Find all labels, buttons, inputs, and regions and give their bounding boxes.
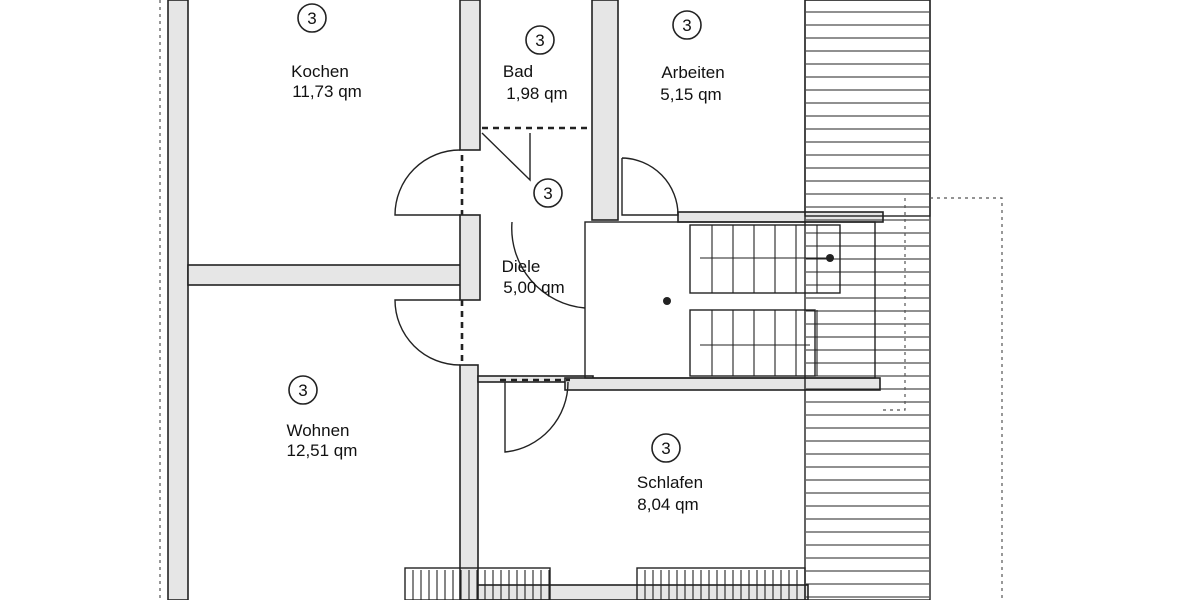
room-area: 11,73 qm: [292, 82, 362, 101]
room-marker-arbeiten: [672, 10, 702, 40]
room-marker-kochen: [297, 3, 327, 33]
room-area: 8,04 qm: [637, 495, 698, 514]
room-marker-bad: [525, 25, 555, 55]
room-wohnen: 3 Wohnen 12,51 qm: [286, 375, 358, 460]
room-name: Diele: [502, 257, 541, 276]
room-schlafen: 3 Schlafen 8,04 qm: [637, 433, 703, 514]
room-area: 12,51 qm: [287, 441, 358, 460]
room-area: 5,00 qm: [503, 278, 564, 297]
room-marker-schlafen: [651, 433, 681, 463]
room-name: Bad: [503, 62, 533, 81]
room-name: Schlafen: [637, 473, 703, 492]
room-marker-diele: [533, 178, 563, 208]
room-name: Wohnen: [286, 421, 349, 440]
room-marker-text: 3: [307, 9, 316, 28]
room-area: 5,15 qm: [660, 85, 721, 104]
room-name: Kochen: [291, 62, 349, 81]
room-area: 1,98 qm: [506, 84, 567, 103]
room-diele: 3 Diele 5,00 qm: [502, 178, 565, 297]
room-marker-text: 3: [661, 439, 670, 458]
room-arbeiten: 3 Arbeiten 5,15 qm: [660, 10, 725, 104]
room-kochen: 3 Kochen 11,73 qm: [291, 3, 362, 101]
room-name: Arbeiten: [661, 63, 724, 82]
room-bad: 3 Bad 1,98 qm: [503, 25, 568, 103]
room-marker-text: 3: [535, 31, 544, 50]
balcony-railing: [404, 567, 806, 600]
room-marker-text: 3: [543, 184, 552, 203]
roof-hatch: [804, 0, 931, 600]
doors: [394, 132, 679, 453]
door-openings: [460, 126, 590, 382]
room-marker-text: 3: [682, 16, 691, 35]
room-marker-wohnen: [288, 375, 318, 405]
room-marker-text: 3: [298, 381, 307, 400]
balcony-outline: [880, 197, 1003, 600]
staircase: [584, 221, 876, 379]
